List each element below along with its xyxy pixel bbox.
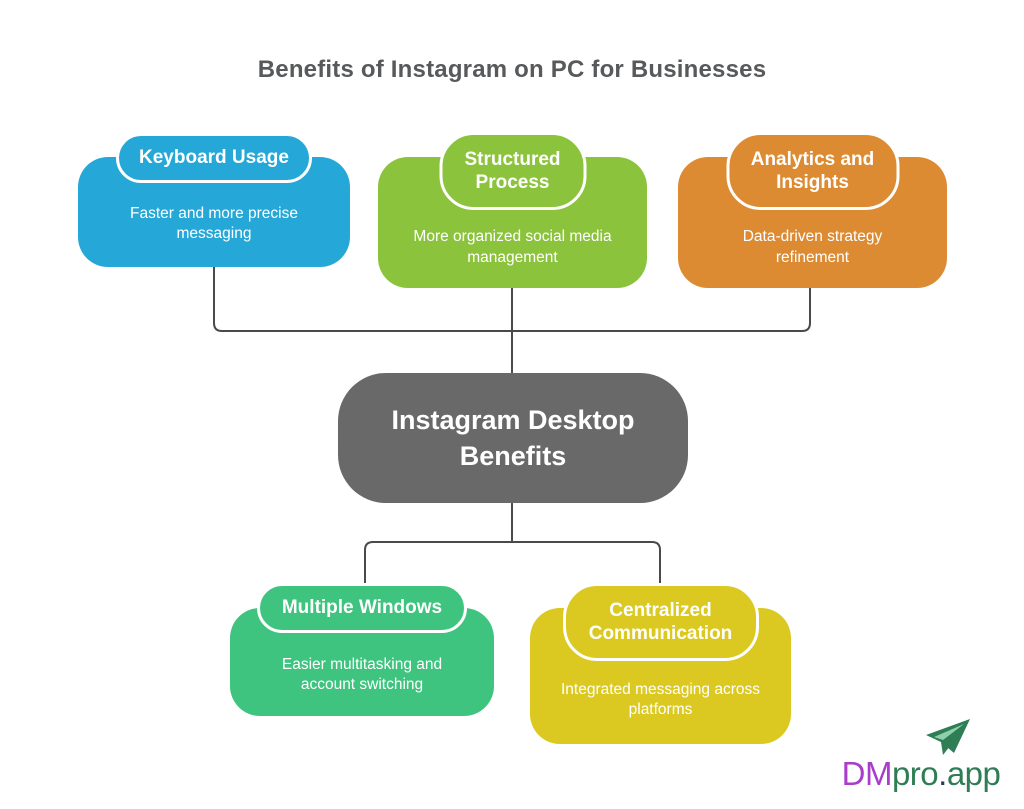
node-keyboard-usage-header: Keyboard Usage bbox=[116, 133, 312, 183]
node-structured-process-header: Structured Process bbox=[439, 132, 586, 210]
logo-prefix: DM bbox=[841, 755, 893, 792]
node-multiple-windows-header: Multiple Windows bbox=[257, 583, 467, 633]
node-analytics-insights: Analytics and Insights Data-driven strat… bbox=[678, 132, 947, 288]
node-multiple-windows-description: Easier multitasking and account switchin… bbox=[281, 655, 443, 693]
node-centralized-communication-header: Centralized Communication bbox=[562, 583, 759, 661]
connector-bottom-branch bbox=[364, 541, 661, 584]
node-structured-process: Structured Process More organized social… bbox=[378, 132, 647, 288]
node-centralized-communication: Centralized Communication Integrated mes… bbox=[530, 583, 791, 744]
node-central-benefits: Instagram Desktop Benefits bbox=[338, 373, 688, 503]
node-keyboard-usage-description: Faster and more precise messaging bbox=[130, 204, 298, 242]
node-structured-process-description: More organized social media management bbox=[413, 228, 612, 266]
node-multiple-windows: Multiple Windows Easier multitasking and… bbox=[230, 583, 494, 716]
logo-pro: pro bbox=[891, 755, 939, 792]
node-centralized-communication-description: Integrated messaging across platforms bbox=[560, 680, 761, 718]
page-title: Benefits of Instagram on PC for Business… bbox=[257, 56, 767, 83]
logo-dot: . bbox=[938, 755, 947, 792]
node-analytics-insights-description: Data-driven strategy refinement bbox=[742, 228, 883, 266]
logo-dmpro-app: DMpro.app bbox=[836, 717, 1006, 793]
logo-text: DMpro.app bbox=[836, 755, 1006, 793]
node-analytics-insights-header: Analytics and Insights bbox=[726, 132, 899, 210]
node-keyboard-usage: Keyboard Usage Faster and more precise m… bbox=[78, 133, 350, 267]
paper-plane-icon bbox=[926, 719, 970, 755]
logo-app: app bbox=[946, 755, 1001, 792]
